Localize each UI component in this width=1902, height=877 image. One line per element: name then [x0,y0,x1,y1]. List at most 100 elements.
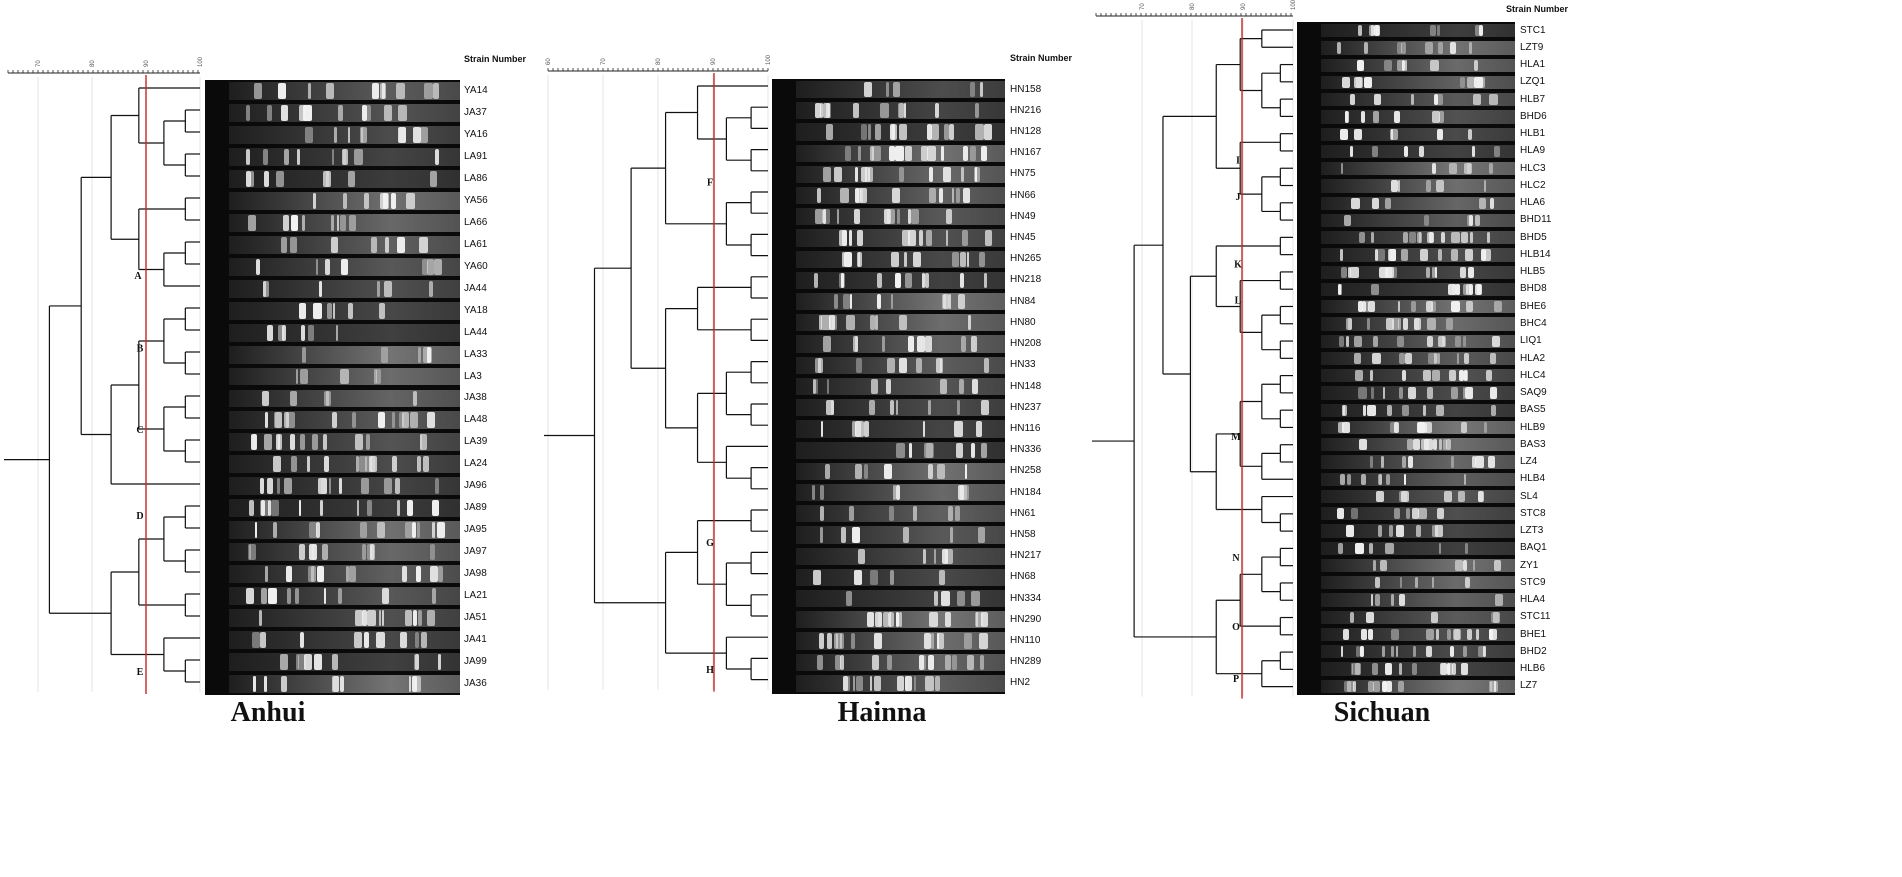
gel-lane [772,143,1005,164]
gel-band [956,442,963,458]
gel-band [1379,266,1389,278]
gel-lane [1297,574,1515,591]
gel-band [345,566,350,583]
gel-band [844,251,853,267]
lane-background [229,301,460,320]
gel-band [874,612,882,628]
lane-background [796,462,1005,480]
gel-band [267,324,274,341]
strain-label: YA14 [464,84,488,96]
gel-band [1384,542,1394,554]
strain-label: STC9 [1520,576,1546,588]
gel-band [1340,128,1349,140]
gel-band [1370,370,1373,382]
scale-tick-label: 70 [601,58,607,65]
gel-band [348,170,355,187]
gel-band [347,126,351,143]
gel-band [1437,508,1444,520]
gel-band [945,230,948,246]
gel-lane [1297,660,1515,677]
gel-lane [205,278,460,300]
gel-band [908,209,911,225]
gel-band [1367,404,1376,416]
gel-band [1475,628,1480,641]
gel-band [926,442,934,458]
strain-label: JA41 [464,634,487,646]
strain-label: HLA1 [1520,59,1546,71]
gel-band [812,484,815,501]
gel-band [891,188,901,204]
gel-band [930,633,934,649]
gel-band [925,336,933,352]
gel-image [205,80,460,695]
gel-lane [205,563,460,585]
gel-band [276,434,280,451]
gel-band [1371,145,1379,158]
lane-background [796,208,1005,226]
gel-band [1436,94,1444,106]
gel-band [819,103,823,119]
gel-band [853,569,863,585]
gel-band [864,463,868,479]
gel-band [354,632,363,649]
gel-band [924,272,929,289]
gel-band [1493,680,1496,692]
gel-band [901,230,910,246]
gel-band [1466,628,1472,641]
gel-band [928,166,934,183]
gel-band [887,209,895,225]
gel-band [1371,25,1374,37]
gel-band [1401,404,1409,416]
gel-band [1395,646,1399,658]
strain-label: HN110 [1010,634,1041,646]
strain-label: STC8 [1520,507,1546,519]
gel-band [1467,128,1473,140]
gel-band [959,251,967,267]
gel-band [1394,111,1400,123]
gel-lane [1297,626,1515,643]
gel-band [967,654,975,670]
gel-band [837,209,840,225]
gel-band [958,484,965,501]
strain-label: BHD2 [1520,645,1547,657]
scale-tick-label: 70 [36,60,42,67]
gel-band [324,390,330,407]
gel-lane [1297,57,1515,74]
gel-lane [1297,246,1515,263]
gel-lane [772,397,1005,418]
gel-band [1464,542,1469,554]
gel-band [943,124,949,140]
gel-band [1372,559,1377,572]
gel-band [291,214,299,231]
gel-band [922,421,925,437]
gel-band [1389,525,1394,537]
gel-band [1427,387,1434,399]
gel-band [948,124,954,140]
gel-band [957,590,965,607]
gel-band [262,148,268,165]
gel-band [307,324,314,341]
strain-label: LZT3 [1520,525,1544,537]
gel-lane [1297,91,1515,108]
gel-band [267,104,272,121]
gel-band [1456,352,1460,365]
gel-lane [205,607,460,629]
lane-background [1321,489,1515,504]
strain-label: HN290 [1010,613,1042,625]
strain-label: HLB5 [1520,266,1546,278]
strain-label: HLC2 [1520,179,1546,191]
gel-band [885,82,889,98]
gel-band [307,566,315,583]
lane-background [1321,627,1515,642]
gel-band [825,124,834,140]
gel-band [370,456,375,473]
gel-band [419,236,428,253]
gel-lane [772,185,1005,206]
gel-band [868,166,873,183]
gel-band [886,654,892,670]
gel-band [1342,628,1350,641]
gel-band [1419,145,1424,158]
gel-band [1337,508,1345,520]
gel-band [1469,283,1473,296]
cluster-label-e: E [137,667,144,678]
